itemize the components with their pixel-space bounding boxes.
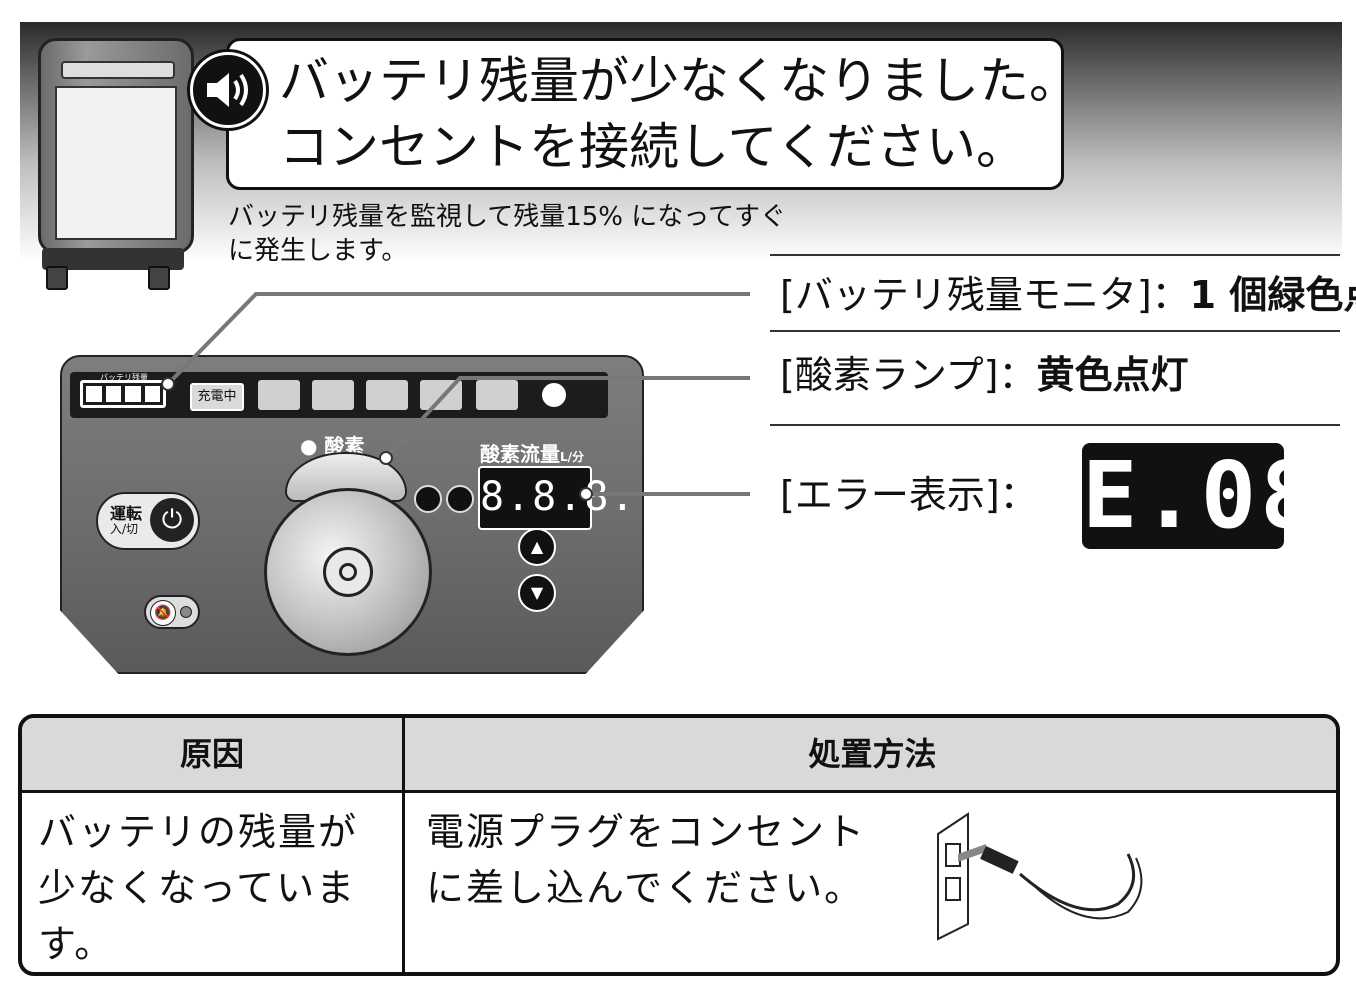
device-topbar bbox=[61, 61, 175, 79]
battery-monitor-callout: [バッテリ残量モニタ]：1 個緑色点灯 bbox=[780, 273, 1356, 317]
voice-message-box: バッテリ残量が少なくなりました。 コンセントを接続してください。 bbox=[226, 38, 1079, 190]
flow-label: 酸素流量L/分 bbox=[480, 442, 585, 466]
wheel-left bbox=[46, 266, 68, 290]
flow-up-button[interactable]: ▲ bbox=[518, 528, 556, 566]
error-code-display: E.08 bbox=[1082, 442, 1320, 549]
mute-led bbox=[180, 606, 192, 618]
header-remedy: 処置方法 bbox=[808, 735, 937, 773]
divider bbox=[770, 330, 1340, 332]
oxygen-lamp-callout: [酸素ランプ]：黄色点灯 bbox=[780, 353, 1189, 397]
divider bbox=[770, 424, 1340, 426]
oxygen-concentrator-illustration bbox=[30, 38, 194, 290]
remedy-text: 電源プラグをコンセントに差し込んでください。 bbox=[426, 810, 867, 910]
alarm-mute-button[interactable]: 🔕 bbox=[144, 595, 200, 629]
device-body bbox=[38, 38, 194, 254]
battery-monitor bbox=[80, 380, 166, 408]
divider bbox=[770, 254, 1340, 256]
header-cause: 原因 bbox=[179, 735, 244, 773]
lock-icon bbox=[414, 485, 442, 513]
device-base bbox=[42, 248, 184, 270]
flow-dial[interactable] bbox=[264, 488, 432, 656]
lock-icon bbox=[446, 485, 474, 513]
flow-down-button[interactable]: ▼ bbox=[518, 574, 556, 612]
wheel-right bbox=[148, 266, 170, 290]
device-front-panel bbox=[55, 86, 177, 240]
outlet-icon bbox=[258, 380, 300, 410]
voice-message-line1: バッテリ残量が少なくなりました。 bbox=[279, 52, 1079, 110]
tube-icon bbox=[366, 380, 408, 410]
concentration-low-icon bbox=[312, 380, 354, 410]
bell-mute-icon: 🔕 bbox=[150, 600, 176, 626]
plug-into-outlet-icon bbox=[937, 812, 1143, 941]
charging-label: 充電中 bbox=[190, 383, 244, 411]
table-column-divider bbox=[402, 718, 405, 972]
trigger-description: バッテリ残量を監視して残量15% になってすぐに発生します。 bbox=[228, 202, 786, 266]
cause-remedy-table: 原因 処置方法 バッテリの残量が少なくなっています。 電源プラグをコンセントに差… bbox=[18, 714, 1340, 976]
speaker-icon bbox=[190, 52, 266, 128]
status-led bbox=[542, 383, 566, 407]
voice-message-line2: コンセントを接続してください。 bbox=[279, 118, 1026, 176]
dial-knob[interactable] bbox=[323, 547, 373, 597]
table-header bbox=[22, 718, 1336, 793]
battery-label: バッテリ残量 bbox=[100, 373, 148, 382]
cause-text: バッテリの残量が少なくなっています。 bbox=[38, 810, 359, 966]
power-switch[interactable]: 運転 入/切 ⏻ bbox=[96, 492, 200, 550]
power-icon[interactable]: ⏻ bbox=[150, 498, 194, 542]
error-display-callout: [エラー表示]： bbox=[780, 473, 1038, 517]
fire-detection-icon bbox=[476, 380, 518, 410]
